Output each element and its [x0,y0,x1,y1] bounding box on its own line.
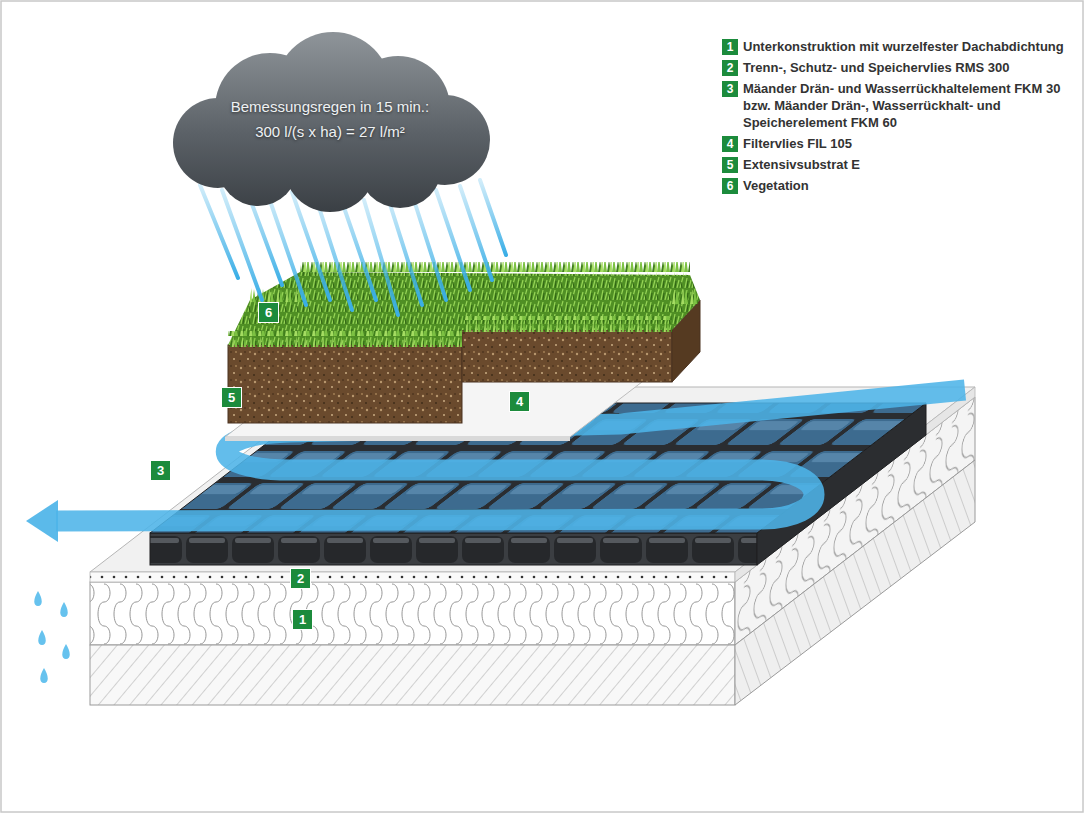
flow-arrowhead [26,500,58,542]
key-number: 5 [722,157,738,173]
callout-number: 2 [290,568,311,589]
filter-edge [225,437,570,441]
key-number: 2 [722,60,738,76]
water-drop [40,668,48,683]
key-text: Unterkonstruktion mit wurzelfester Dacha… [743,38,1067,55]
key-number: 4 [722,136,738,152]
water-drop [62,644,70,659]
callout-number: 4 [509,391,530,412]
grass-blades [462,316,672,332]
rain-streak [200,185,238,278]
callout-number: 1 [292,609,313,630]
key-row: 1 Unterkonstruktion mit wurzelfester Dach… [722,38,1067,55]
key-row: 6 Vegetation [722,177,1067,194]
grass-blades [300,262,690,276]
key-number: 6 [722,178,738,194]
water-drop [60,602,68,617]
rain-streak [480,180,506,255]
rain-streak [340,196,376,300]
concrete-slab [90,645,735,705]
rain-streak [222,190,262,300]
callout-number: 5 [221,387,242,408]
grass-blades [672,290,698,304]
water-drop [34,591,42,606]
key-text: Extensivsubstrat E [743,156,1067,173]
key-list: 1 Unterkonstruktion mit wurzelfester Dach… [722,38,1067,198]
drainage-front [150,533,757,565]
key-row: 5 Extensivsubstrat E [722,156,1067,173]
key-text: Trenn-, Schutz- und Speichervlies RMS 30… [743,59,1067,76]
key-text: Vegetation [743,177,1067,194]
key-number: 3 [722,81,738,97]
callout-number: 6 [258,302,279,323]
rain-cloud: Bemessungsregen in 15 min.: 300 l/(s x h… [158,28,503,218]
key-row: 2 Trenn-, Schutz- und Speichervlies RMS 3… [722,59,1067,76]
key-text: Mäander Drän- und Wasserrückhaltelement … [743,80,1067,131]
water-drop [38,630,46,645]
key-text: Filtervlies FIL 105 [743,135,1067,152]
substrate-front [228,345,462,423]
substrate-step [462,330,672,382]
rain-text: Bemessungsregen in 15 min.: 300 l/(s x h… [220,94,440,144]
meander-flow [56,390,965,521]
callout-number: 3 [150,460,171,481]
fleece-layer [90,572,735,582]
key-row: 3 Mäander Drän- und Wasserrückhaltelement… [722,80,1067,131]
insulation-layer [90,582,735,645]
grass-blades [228,331,462,347]
key-number: 1 [722,39,738,55]
key-row: 4 Filtervlies FIL 105 [722,135,1067,152]
